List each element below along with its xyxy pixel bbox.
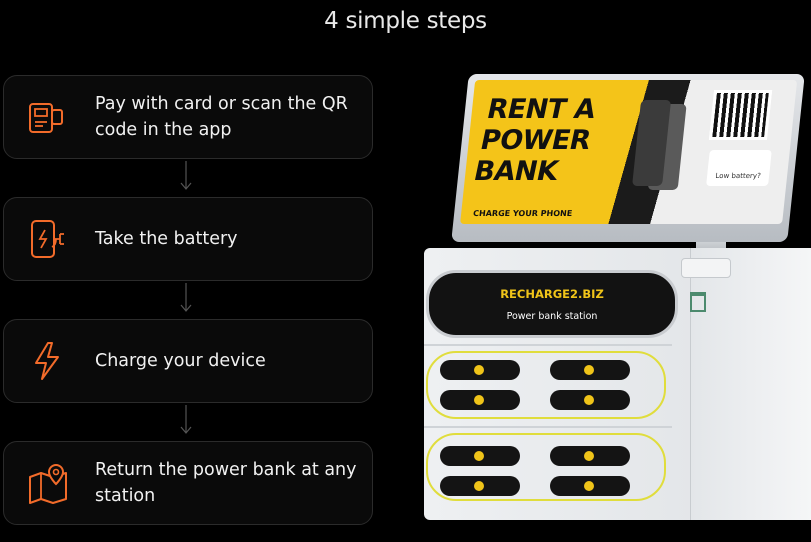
qr-code-icon <box>708 90 773 140</box>
arrow-down-icon <box>180 405 192 434</box>
power-bank-station-image: RENT A POWER BANK Low battery? CHARGE YO… <box>420 70 811 522</box>
power-bank-bay <box>424 344 672 422</box>
power-bank-slot <box>440 476 520 496</box>
power-bank-slot <box>550 390 630 410</box>
kiosk-handle <box>681 258 731 278</box>
kiosk-side-panel <box>681 248 811 520</box>
power-bank-slot <box>440 446 520 466</box>
arrow-down-icon <box>180 161 192 190</box>
step-card-charge: Charge your device <box>3 319 373 403</box>
phone-illustration <box>632 100 672 186</box>
power-bank-slot <box>550 360 630 380</box>
power-bank-slot <box>550 446 630 466</box>
step-card-take: Take the battery <box>3 197 373 281</box>
power-bank-slot <box>550 476 630 496</box>
kiosk-display-panel: RECHARGE2.BIZ Power bank station <box>426 270 678 338</box>
step-label: Take the battery <box>95 229 238 249</box>
map-pin-icon <box>29 463 67 504</box>
power-bank-slot <box>440 360 520 380</box>
brand-logo-icon <box>690 292 706 312</box>
section-title: 4 simple steps <box>324 8 487 34</box>
power-bank-bay <box>424 426 672 504</box>
step-card-return: Return the power bank at any station <box>3 441 373 525</box>
arrow-down-icon <box>180 283 192 312</box>
power-bank-slot <box>440 390 520 410</box>
phone-charging-icon <box>31 220 64 258</box>
step-label: Charge your device <box>95 351 266 371</box>
step-card-pay: Pay with card or scan the QR code in the… <box>3 75 373 159</box>
kiosk-screen: RENT A POWER BANK Low battery? CHARGE YO… <box>451 74 805 242</box>
card-terminal-icon <box>29 103 63 133</box>
screen-caption: CHARGE YOUR PHONE <box>472 209 573 218</box>
lightning-icon <box>35 342 59 380</box>
step-label: Return the power bank at any station <box>95 460 357 506</box>
screen-headline: RENT A POWER BANK <box>471 94 599 187</box>
brand-name: RECHARGE2.BIZ <box>500 287 604 301</box>
step-label: Pay with card or scan the QR code in the… <box>95 94 348 140</box>
low-battery-badge: Low battery? <box>706 150 772 186</box>
kiosk-body: RECHARGE2.BIZ Power bank station <box>424 248 811 520</box>
station-label: Power bank station <box>506 311 598 322</box>
